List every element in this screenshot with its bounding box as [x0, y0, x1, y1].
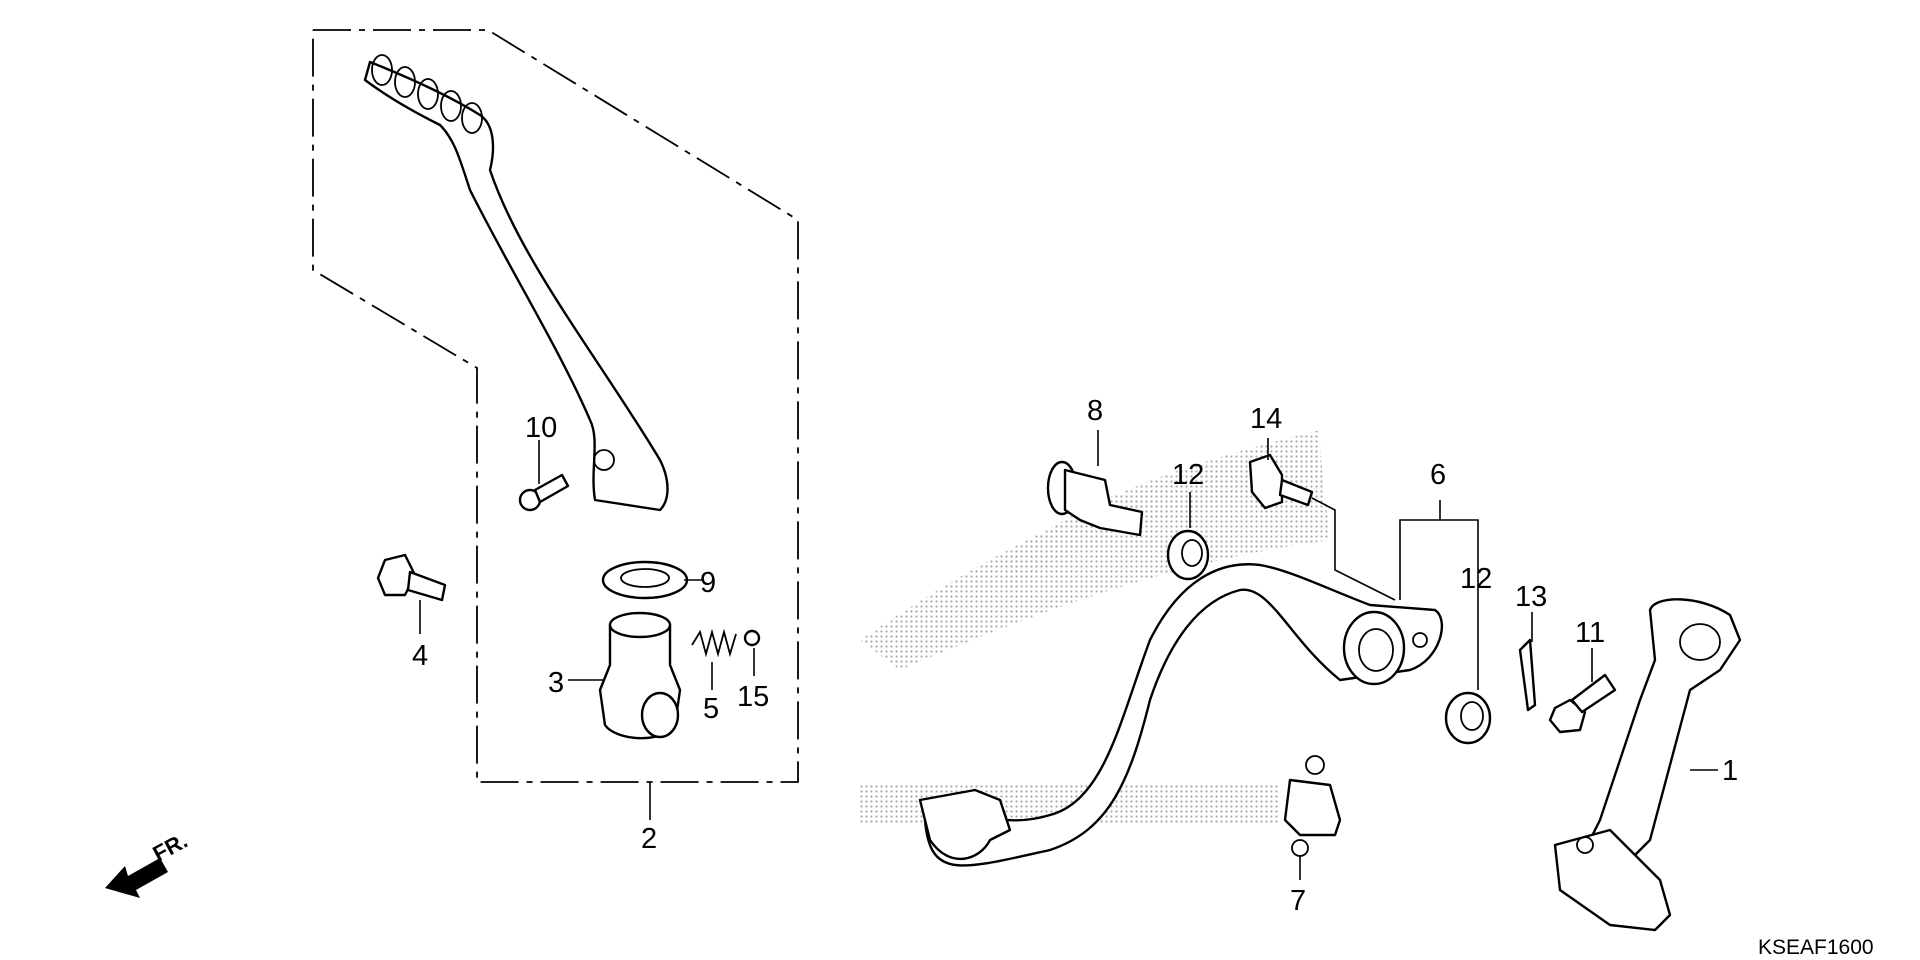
callout-13: 13 [1515, 581, 1547, 613]
callout-1: 1 [1722, 755, 1738, 787]
callout-2: 2 [641, 823, 657, 855]
leader-lines [419, 430, 1718, 880]
clip-14 [1248, 453, 1314, 510]
gearshift-pedal-1 [1553, 598, 1742, 932]
cotter-pin-13 [1518, 638, 1537, 712]
bolt-10 [518, 473, 570, 512]
kick-starter-arm [363, 54, 669, 512]
wing-logo-icon [860, 430, 1330, 825]
spindle-3 [598, 611, 682, 740]
callout-15: 15 [737, 681, 769, 713]
callout-10: 10 [525, 412, 557, 444]
spring-5 [691, 628, 737, 658]
bolt-4 [376, 553, 447, 602]
brake-pedal-6 [918, 563, 1444, 867]
pivot-bolt-8 [1046, 460, 1144, 537]
callout-6: 6 [1430, 459, 1446, 491]
callout-12a: 12 [1172, 459, 1204, 491]
ball-15 [743, 629, 761, 647]
callout-14: 14 [1250, 403, 1282, 435]
callout-7: 7 [1290, 885, 1306, 917]
front-arrow-icon [105, 858, 168, 898]
callout-11: 11 [1575, 617, 1605, 649]
seal-9 [601, 560, 689, 600]
bushing-12b [1444, 691, 1492, 745]
bolt-11 [1548, 673, 1617, 734]
assembly-boundary [312, 29, 799, 783]
return-spring-7 [1283, 755, 1342, 857]
callout-4: 4 [412, 640, 428, 672]
callout-3: 3 [548, 667, 564, 699]
front-direction-label: FR. [149, 828, 192, 867]
callout-12b: 12 [1460, 563, 1492, 595]
bushing-12a [1166, 529, 1210, 581]
diagram-code: KSEAF1600 [1758, 936, 1874, 959]
callout-9: 9 [700, 567, 716, 599]
callout-8: 8 [1087, 395, 1103, 427]
callout-5: 5 [703, 693, 719, 725]
